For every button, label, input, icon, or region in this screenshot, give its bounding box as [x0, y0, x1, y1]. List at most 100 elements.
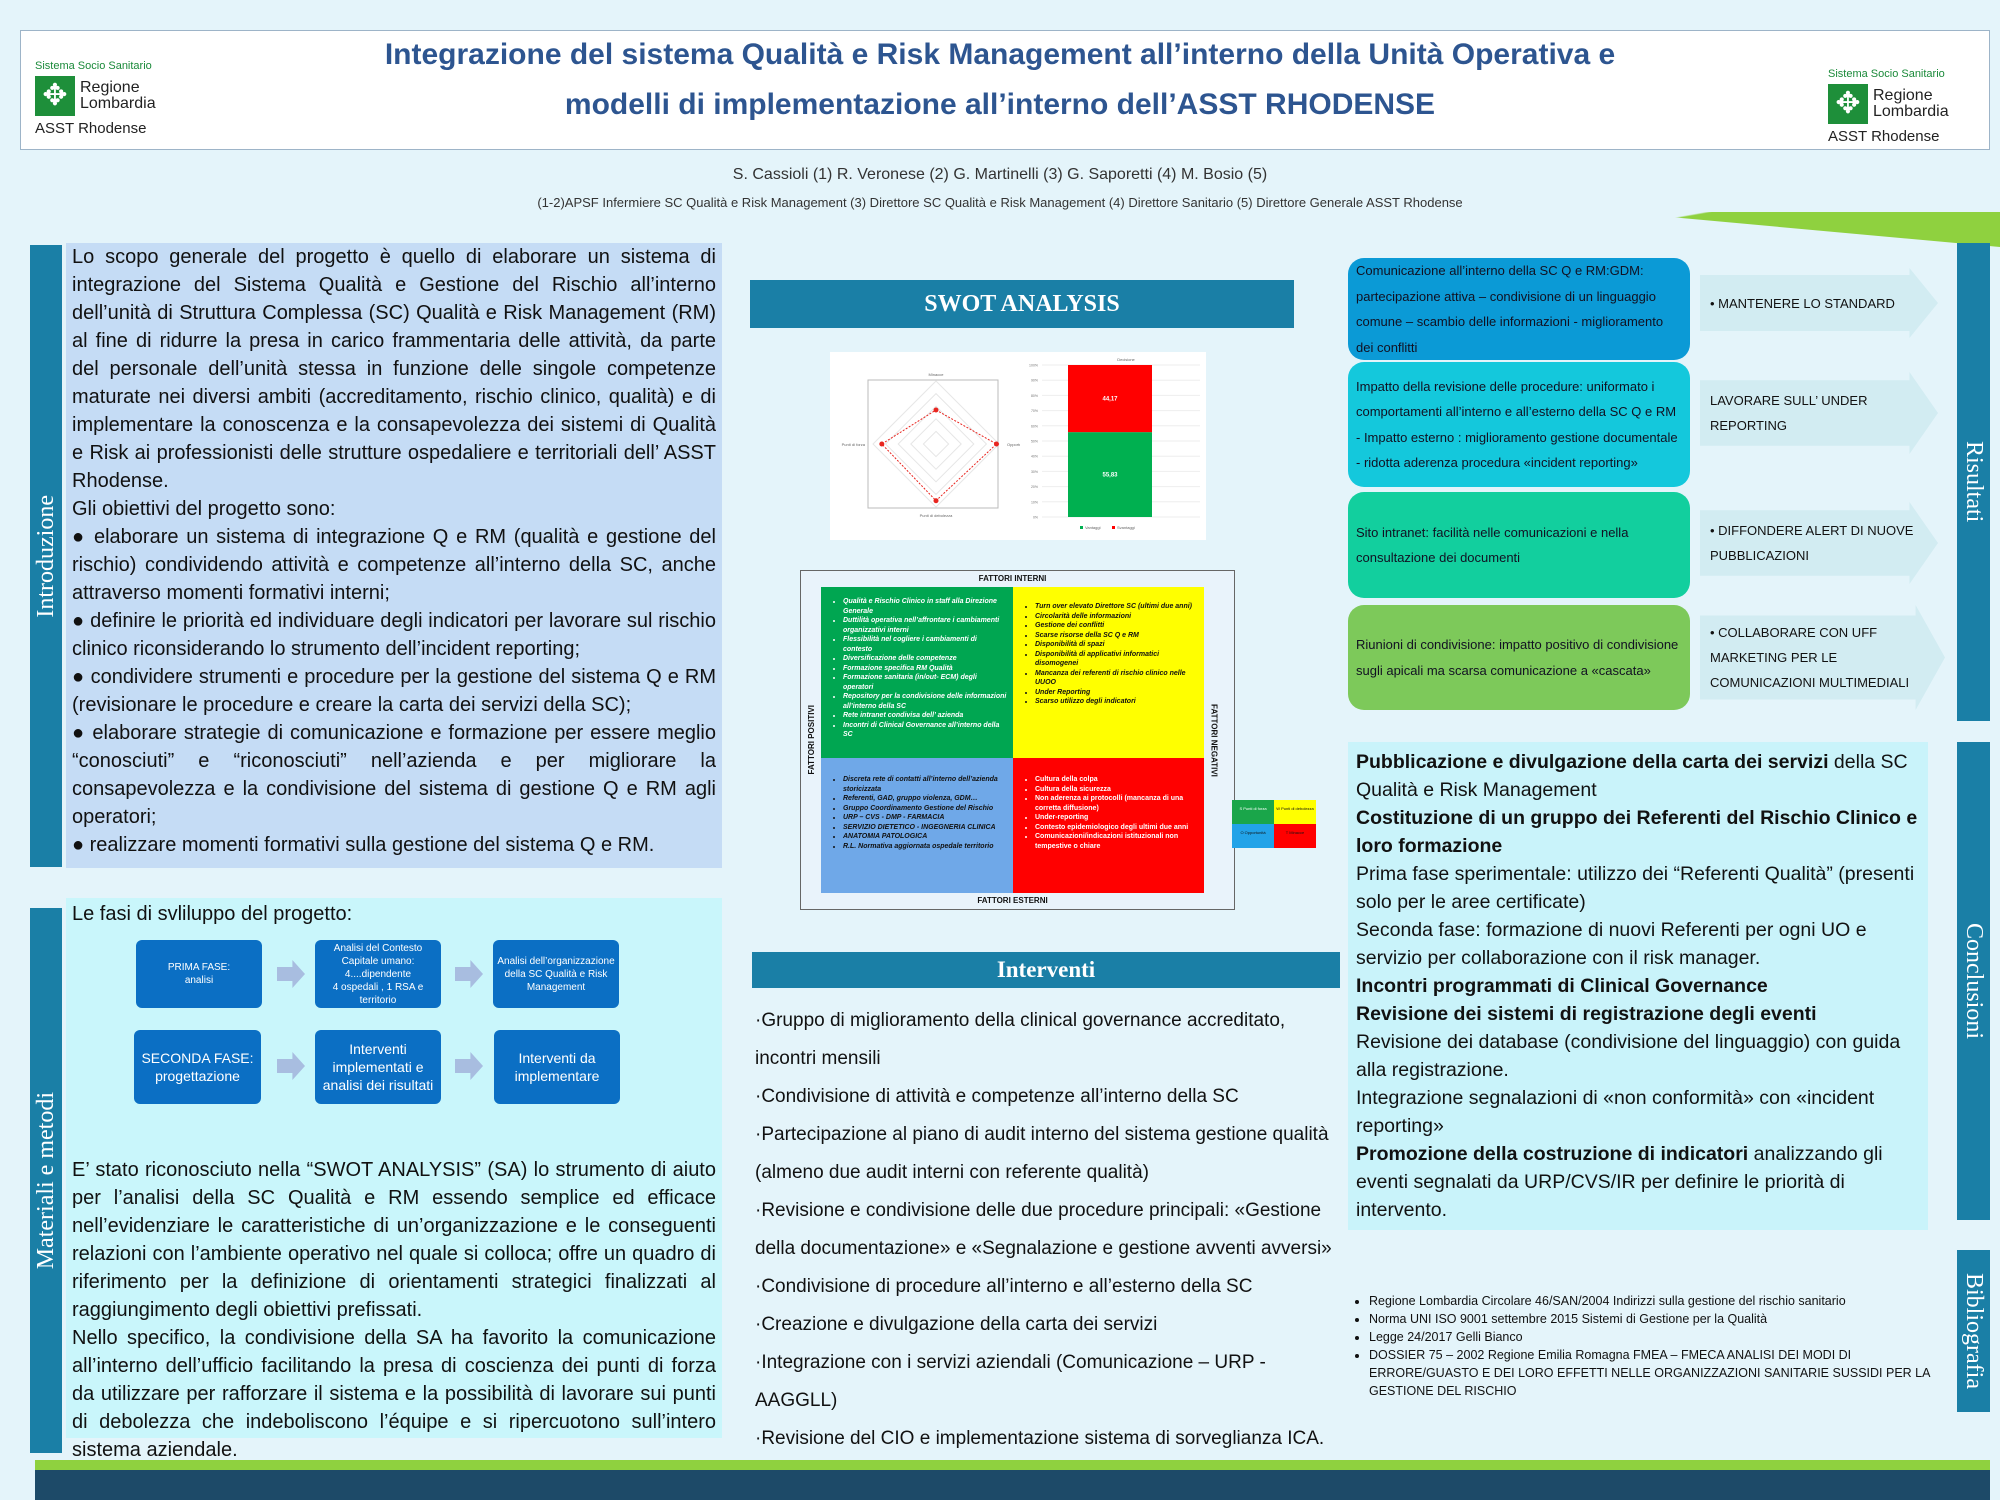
result-action-arrow: • COLLABORARE CON UFF MARKETING PER LE C… — [1700, 605, 1945, 710]
objective-item: ● elaborare un sistema di integrazione Q… — [72, 526, 716, 604]
poster-title: Integrazione del sistema Qualità e Risk … — [300, 30, 1700, 130]
legend-opportunities: O Opportunità — [1232, 824, 1274, 848]
radar-frame — [867, 379, 999, 509]
conclusion-bold-text: Promozione della costruzione di indicato… — [1356, 1143, 1749, 1165]
intervention-item: ·Creazione e divulgazione della carta de… — [755, 1314, 1158, 1335]
swot-item: Under Reporting — [1035, 688, 1198, 698]
positive-factors-label: FATTORI POSITIVI — [801, 587, 821, 893]
swot-item: Cultura della sicurezza — [1035, 785, 1198, 795]
bar-y-tick: 100% — [1029, 364, 1038, 368]
result-box: Comunicazione all’interno della SC Q e R… — [1348, 258, 1690, 360]
interventions-heading: Interventi — [752, 952, 1340, 988]
conclusion-item: Seconda fase: formazione di nuovi Refere… — [1356, 916, 1920, 972]
intervention-item: ·Revisione del CIO e implementazione sis… — [755, 1428, 1325, 1449]
objective-item: ● elaborare strategie di comunicazione e… — [72, 722, 716, 828]
legend-weaknesses: W Punti di debolezza — [1274, 800, 1316, 824]
swot-item: Scarse risorse della SC Q e RM — [1035, 631, 1198, 641]
logo-system-text: Sistema Socio Sanitario — [1828, 68, 1945, 80]
legend-strengths: S Punti di forza — [1232, 800, 1274, 824]
conclusion-text: della SC Qualità e Risk Management — [1356, 751, 1908, 801]
conclusion-item: Integrazione segnalazioni di «non confor… — [1356, 1084, 1920, 1140]
swot-strengths: Qualità e Rischio Clinico in staff alla … — [821, 587, 1013, 758]
result-box: Impatto della revisione delle procedure:… — [1348, 362, 1690, 487]
swot-heading: SWOT ANALYSIS — [750, 280, 1294, 328]
conclusion-item: Revisione dei sistemi di registrazione d… — [1356, 1000, 1920, 1028]
intervention-item: ·Integrazione con i servizi aziendali (C… — [755, 1352, 1266, 1411]
objective-item: ● condividere strumenti e procedure per … — [72, 666, 716, 716]
swot-item: Repository per la condivisione delle inf… — [843, 692, 1007, 711]
conclusions-box: Pubblicazione e divulgazione della carta… — [1348, 742, 1928, 1230]
bar-y-tick: 30% — [1031, 470, 1038, 474]
bibliography-item: Legge 24/2017 Gelli Bianco — [1369, 1328, 1935, 1346]
negative-factors-label: FATTORI NEGATIVI — [1204, 587, 1224, 893]
intervention-item: ·Gruppo di miglioramento della clinical … — [755, 1010, 1286, 1069]
bar-data-label: 55,83 — [1102, 473, 1118, 479]
phase-box: SECONDA FASE: progettazione — [134, 1030, 261, 1104]
lombardia-rose-icon: ✥ — [1828, 84, 1868, 124]
swot-item: Duttilità operativa nell’affrontare i ca… — [843, 616, 1007, 635]
bar-chart-title: Decisione — [1117, 357, 1135, 362]
bibliography-item: Norma UNI ISO 9001 settembre 2015 Sistem… — [1369, 1310, 1935, 1328]
bar-y-tick: 70% — [1031, 409, 1038, 413]
radar-axis-label: Opportunità — [1007, 442, 1020, 447]
section-label-text: Materiali e metodi — [32, 1091, 59, 1270]
swot-item: R.L. Normativa aggiornata ospedale terri… — [843, 842, 1007, 852]
objective-item: ● definire le priorità ed individuare de… — [72, 610, 716, 660]
swot-item: Cultura della colpa — [1035, 775, 1198, 785]
radar-gridline — [910, 418, 962, 470]
methods-paragraph: Nello specifico, la condivisione della S… — [72, 1327, 716, 1461]
section-label-text: Risultati — [1961, 441, 1987, 523]
arrow-right-icon — [277, 1052, 305, 1080]
radar-point — [933, 407, 939, 413]
swot-item: Referenti, GAD, gruppo violenza, GDM… — [843, 794, 1007, 804]
lombardia-rose-icon: ✥ — [35, 76, 75, 116]
bar-y-tick: 10% — [1031, 500, 1038, 504]
bibliography-list: Regione Lombardia Circolare 46/SAN/2004 … — [1355, 1292, 1935, 1400]
phases-title: Le fasi di svliluppo del progetto: — [72, 903, 353, 925]
conclusion-bold-text: Costituzione di un gruppo dei Referenti … — [1356, 807, 1918, 857]
swot-item: Gestione dei conflitti — [1035, 621, 1198, 631]
radar-gridline — [897, 405, 975, 483]
conclusion-item: Promozione della costruzione di indicato… — [1356, 1140, 1920, 1224]
swot-item: Rete intranet condivisa dell’ azienda — [843, 711, 1007, 721]
phase-diagram: PRIMA FASE: analisi Analisi del Contesto… — [72, 928, 716, 1156]
negative-factors-text: FATTORI NEGATIVI — [1209, 703, 1219, 777]
conclusion-text: Revisione dei database (condivisione del… — [1356, 1031, 1901, 1081]
swot-item: Discreta rete di contatti all’interno de… — [843, 775, 1007, 794]
swot-item: Non aderenza ai protocolli (mancanza di … — [1035, 794, 1198, 813]
bar-y-tick: 20% — [1031, 485, 1038, 489]
poster-header — [20, 30, 1990, 150]
conclusion-item: Incontri programmati di Clinical Governa… — [1356, 972, 1920, 1000]
radar-gridline — [872, 380, 1000, 508]
section-label-results: Risultati — [1957, 243, 1990, 721]
swot-item: Gruppo Coordinamento Gestione del Rischi… — [843, 804, 1007, 814]
bar-y-tick: 40% — [1031, 455, 1038, 459]
legend-swatch — [1080, 526, 1083, 529]
section-label-conclusions: Conclusioni — [1957, 742, 1990, 1220]
conclusion-bold-text: Revisione dei sistemi di registrazione d… — [1356, 1003, 1817, 1025]
bar-segment-svantaggi — [1068, 365, 1152, 433]
phase-box: Interventi implementati e analisi dei ri… — [315, 1030, 441, 1104]
authors: S. Cassioli (1) R. Veronese (2) G. Marti… — [732, 166, 1268, 183]
result-box: Riunioni di condivisione: impatto positi… — [1348, 605, 1690, 710]
swot-item: Formazione specifica RM Qualità — [843, 664, 1007, 674]
conclusion-text: Seconda fase: formazione di nuovi Refere… — [1356, 919, 1867, 969]
bar-y-tick: 90% — [1031, 379, 1038, 383]
swot-opportunities: Discreta rete di contatti all’interno de… — [821, 758, 1013, 893]
decision-bar-chart: 0%10%20%30%40%50%60%70%80%90%100%Decisio… — [1029, 357, 1200, 530]
swot-item: ANATOMIA PATOLOGICA — [843, 832, 1007, 842]
bar-y-tick: 80% — [1031, 394, 1038, 398]
intervention-item: ·Condivisione di attività e competenze a… — [755, 1086, 1239, 1107]
swot-item: Under-reporting — [1035, 813, 1198, 823]
logo-region-text: Regione Lombardia — [1873, 87, 1949, 120]
positive-factors-text: FATTORI POSITIVI — [806, 705, 816, 775]
radar-chart: MinacceOpportunitàPunti di debolezzaPunt… — [842, 372, 1020, 518]
conclusion-text: analizzando gli eventi segnalati da URP/… — [1356, 1143, 1883, 1221]
arrow-right-icon — [455, 1052, 483, 1080]
bibliography-item: DOSSIER 75 – 2002 Regione Emilia Romagna… — [1369, 1346, 1935, 1400]
bar-segment-vantaggi — [1068, 432, 1152, 517]
green-swoosh-decoration — [1300, 212, 2000, 247]
logo-system-text: Sistema Socio Sanitario — [35, 60, 152, 72]
swot-item: URP – CVS - DMP - FARMACIA — [843, 813, 1007, 823]
intervention-item: ·Condivisione di procedure all’interno e… — [755, 1276, 1253, 1297]
